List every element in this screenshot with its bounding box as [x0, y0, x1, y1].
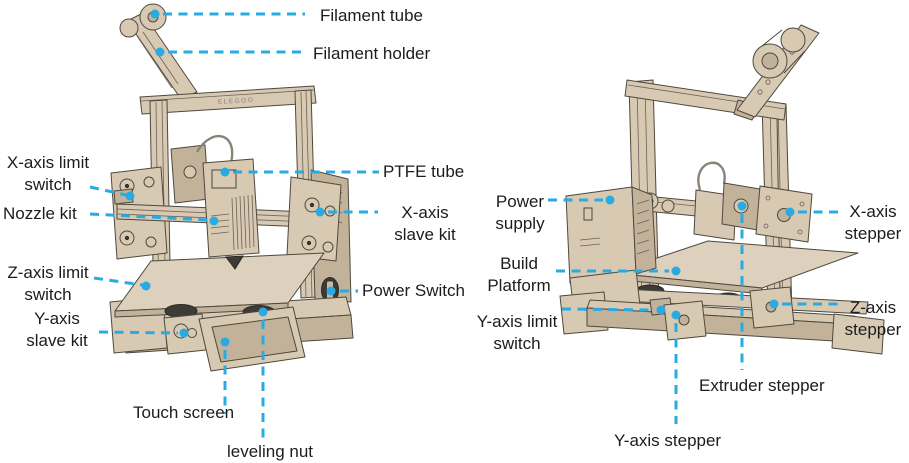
- leader-leveling-nut: [258, 307, 268, 438]
- label-y-axis-stepper: Y-axis stepper: [614, 431, 722, 450]
- right-base-part: [559, 186, 885, 355]
- label-x-axis-stepper: X-axis stepper: [844, 202, 902, 244]
- label-touch-screen: Touch screen: [133, 403, 235, 422]
- leader-nozzle-kit: [89, 212, 219, 226]
- label-z-axis-limit-switch: Z-axis limit switch: [7, 263, 89, 305]
- left-touch-screen-part: [198, 306, 306, 372]
- leader-z-axis-stepper: [769, 299, 841, 309]
- leader-y-axis-stepper: [671, 310, 681, 424]
- label-power-switch: Power Switch: [362, 281, 465, 300]
- leader-power-supply: [548, 195, 615, 205]
- label-filament-holder: Filament holder: [313, 44, 431, 63]
- leader-x-axis-slave-kit: [315, 207, 378, 217]
- leader-z-axis-limit-switch: [93, 276, 151, 291]
- right-x-stepper-part: [755, 185, 813, 243]
- label-filament-tube: Filament tube: [320, 6, 423, 25]
- leader-filament-tube: [150, 9, 305, 19]
- label-ptfe-tube: PTFE tube: [383, 162, 465, 181]
- leader-build-platform: [556, 266, 681, 276]
- left-x-slave-kit-part: [286, 176, 342, 262]
- right-y-stepper-part: [663, 300, 707, 341]
- label-power-supply: Power supply: [495, 192, 545, 234]
- label-y-axis-limit-switch: Y-axis limit switch: [476, 312, 558, 354]
- brand-logo: ELEGOO: [218, 97, 255, 106]
- leader-y-axis-limit-switch: [561, 305, 666, 315]
- leader-y-axis-slave-kit: [98, 328, 189, 338]
- label-y-axis-slave-kit: Y-axis slave kit: [26, 309, 88, 351]
- leader-touch-screen: [220, 337, 230, 414]
- leader-x-axis-stepper: [785, 207, 838, 217]
- left-x-gantry-part: [110, 135, 342, 262]
- label-leveling-nut: leveling nut: [227, 442, 314, 461]
- leader-power-switch: [326, 286, 358, 296]
- left-bed-part: [114, 252, 325, 319]
- right-filament-holder-part: [733, 24, 820, 121]
- label-z-axis-stepper: Z-axis stepper: [844, 298, 902, 340]
- left-nozzle-kit-part: [202, 158, 260, 270]
- leader-extruder-stepper: [737, 201, 747, 370]
- label-x-axis-limit-switch: X-axis limit switch: [6, 153, 90, 195]
- leader-ptfe-tube: [220, 167, 379, 177]
- label-extruder-stepper: Extruder stepper: [699, 376, 825, 395]
- right-spool-part: [752, 27, 806, 79]
- leader-x-axis-limit-switch: [89, 185, 135, 201]
- leader-filament-holder: [155, 47, 303, 57]
- label-nozzle-kit: Nozzle kit: [3, 204, 77, 223]
- label-x-axis-slave-kit: X-axis slave kit: [394, 203, 456, 245]
- label-build-platform: Build Platform: [487, 254, 551, 296]
- printer-right-illustration: [559, 24, 885, 355]
